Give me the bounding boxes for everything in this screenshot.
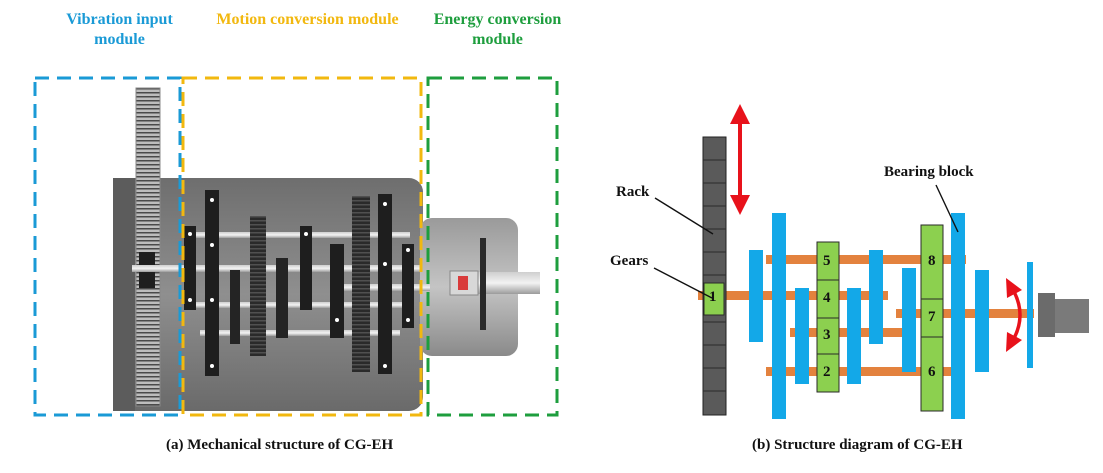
mechanical-structure-figure bbox=[33, 76, 559, 417]
generator bbox=[1038, 293, 1089, 337]
shafts bbox=[698, 255, 1034, 376]
motion-module-label: Motion conversion module bbox=[216, 11, 399, 28]
motion-module-box bbox=[181, 76, 423, 417]
vertical-motion-arrow bbox=[730, 104, 750, 215]
energy-module-label: Energy conversion module bbox=[433, 11, 562, 48]
rack-label: Rack bbox=[616, 184, 650, 200]
rack-3d bbox=[135, 87, 161, 407]
gear-number-8: 8 bbox=[928, 253, 936, 269]
gears-3d bbox=[184, 190, 414, 376]
gear-number-4: 4 bbox=[823, 290, 831, 306]
gear-number-6: 6 bbox=[928, 364, 936, 380]
blue-blocks bbox=[749, 213, 1033, 419]
vibration-module-label: Vibration input module bbox=[66, 11, 173, 48]
panel-b-caption: (b) Structure diagram of CG-EH bbox=[752, 437, 963, 453]
rotation-arrow bbox=[1006, 278, 1022, 352]
gear-number-2: 2 bbox=[823, 364, 831, 380]
leader-lines bbox=[653, 184, 959, 299]
gear-number-7: 7 bbox=[928, 309, 936, 325]
generator-3d bbox=[449, 238, 486, 330]
panel-a-caption: (a) Mechanical structure of CG-EH bbox=[166, 437, 394, 453]
vibration-module-box bbox=[33, 76, 182, 417]
gear-number-3: 3 bbox=[823, 327, 831, 343]
gear-number-1: 1 bbox=[709, 289, 717, 305]
energy-module-box bbox=[426, 76, 559, 417]
gear-number-5: 5 bbox=[823, 253, 831, 269]
bearing-block-label: Bearing block bbox=[884, 164, 974, 180]
gears-label: Gears bbox=[610, 253, 649, 269]
rack bbox=[702, 136, 727, 416]
